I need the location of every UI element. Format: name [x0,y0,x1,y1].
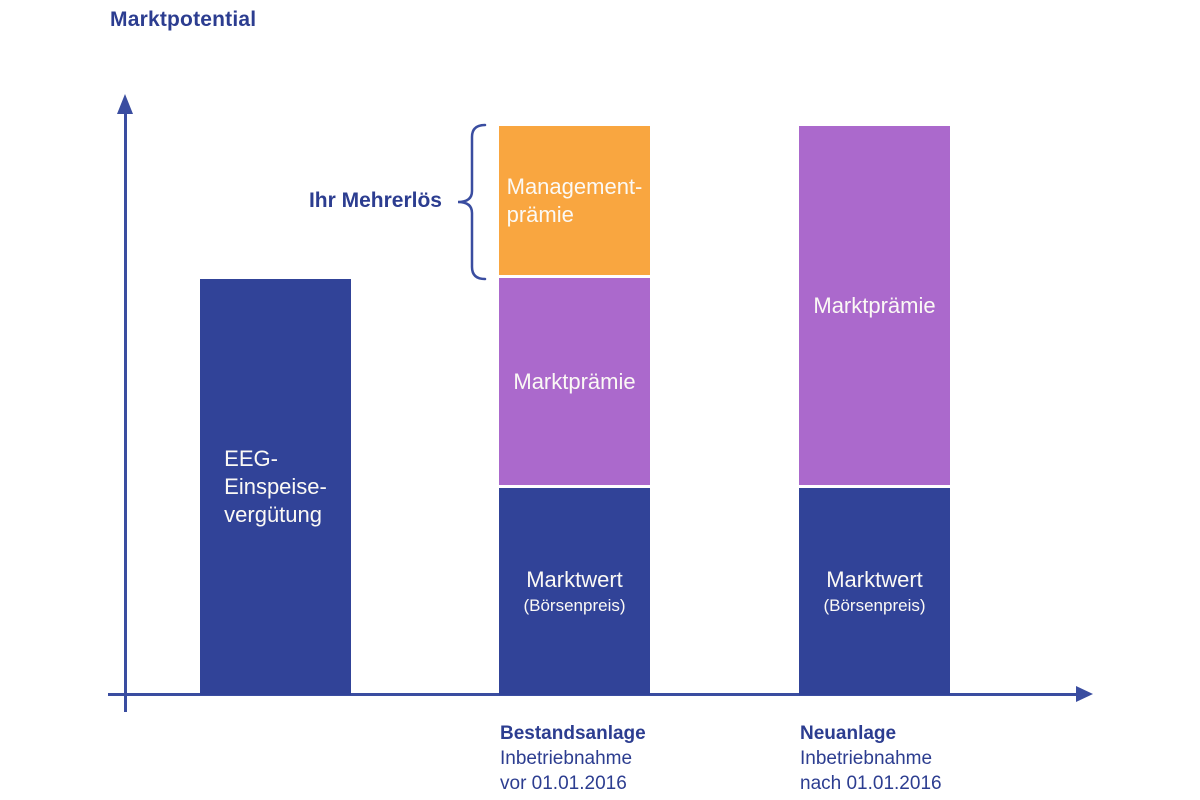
segment-sublabel-boersenpreis: (Börsenpreis) [823,596,926,615]
bar-bestand-segment-managementpraemie: Management- prämie [499,126,650,275]
curly-brace-icon [457,123,487,281]
x-label-neuanlage-line2: Inbetriebnahme [800,748,933,769]
chart-title: Marktpotential [110,8,257,31]
bar-eeg-einspeiseverguetung: EEG- Einspeise- vergütung [200,279,351,695]
y-axis-arrow-icon [117,94,133,114]
x-label-neuanlage: Neuanlage Inbetriebnahme nach 01.01.2016 [800,721,942,796]
x-label-bestandsanlage: Bestandsanlage Inbetriebnahme vor 01.01.… [500,721,646,796]
x-label-bestandsanlage-line3: vor 01.01.2016 [500,773,627,794]
x-label-bestandsanlage-title: Bestandsanlage [500,723,646,744]
segment-label-marktwert: Marktwert [526,567,623,592]
x-label-neuanlage-title: Neuanlage [800,723,897,744]
bar-bestand-segment-marktwert: Marktwert (Börsenpreis) [499,488,650,695]
y-axis [124,110,127,712]
bar-bestand-segment-marktpraemie: Marktprämie [499,278,650,485]
annotation-ihr-mehrerloes: Ihr Mehrerlös [308,189,442,212]
segment-label-managementpraemie: Management- prämie [506,173,643,227]
x-axis-arrow-icon [1076,686,1093,702]
segment-sublabel-boersenpreis: (Börsenpreis) [523,596,626,615]
segment-label-marktpraemie: Marktprämie [813,292,936,318]
x-label-neuanlage-line3: nach 01.01.2016 [800,773,942,794]
segment-label-marktpraemie: Marktprämie [513,368,636,394]
segment-label-marktwert: Marktwert [826,567,923,592]
bar-neu-segment-marktwert: Marktwert (Börsenpreis) [799,488,950,695]
segment-label-eeg: EEG- Einspeise- vergütung [224,446,327,527]
x-label-bestandsanlage-line2: Inbetriebnahme [500,748,633,769]
bar-neu-segment-marktpraemie: Marktprämie [799,126,950,485]
